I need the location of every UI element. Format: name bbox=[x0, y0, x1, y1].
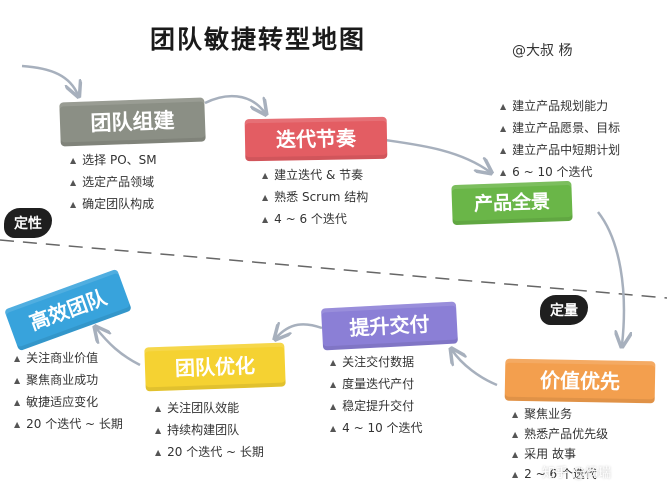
list-item: 确定团队构成 bbox=[70, 194, 157, 216]
stage-team-optimization-items: 关注团队效能 持续构建团队 20 个迭代 ~ 长期 bbox=[155, 398, 264, 464]
stage-label: 团队优化 bbox=[174, 353, 256, 381]
arrow-value-to-delivery bbox=[452, 350, 498, 387]
list-item: 20 个迭代 ~ 长期 bbox=[155, 442, 264, 464]
tag-qualitative: 定性 bbox=[4, 208, 52, 238]
stage-value-priority: 价值优先 bbox=[504, 358, 656, 404]
list-item: 关注团队效能 bbox=[155, 398, 264, 420]
stage-label: 迭代节奏 bbox=[275, 126, 357, 152]
list-item: 建立迭代 & 节奏 bbox=[262, 165, 368, 187]
list-item: 聚焦业务 bbox=[512, 405, 608, 425]
stage-value-priority-items: 聚焦业务 熟悉产品优先级 采用 故事 2 ~ 6 个迭代 bbox=[512, 405, 608, 485]
page-title: 团队敏捷转型地图 bbox=[150, 25, 367, 54]
stage-improve-delivery: 提升交付 bbox=[320, 301, 459, 351]
divider-line bbox=[0, 239, 667, 299]
arrow-team-to-iteration bbox=[204, 94, 265, 113]
list-item: 敏捷适应变化 bbox=[14, 392, 123, 414]
arrow-start bbox=[21, 64, 78, 95]
list-item: 熟悉产品优先级 bbox=[512, 425, 608, 445]
stage-label: 产品全景 bbox=[473, 190, 551, 216]
stage-high-performance-team-items: 关注商业价值 聚焦商业成功 敏捷适应变化 20 个迭代 ~ 长期 bbox=[14, 348, 123, 436]
list-item: 选定产品领域 bbox=[70, 172, 157, 194]
list-item: 建立产品中短期计划 bbox=[500, 140, 620, 162]
stage-team-building: 团队组建 bbox=[59, 97, 206, 147]
list-item: 聚焦商业成功 bbox=[14, 370, 123, 392]
watermark: 知乎 @杨瑞 bbox=[542, 466, 612, 481]
stage-iteration-rhythm: 迭代节奏 bbox=[244, 116, 388, 162]
list-item: 稳定提升交付 bbox=[330, 396, 423, 418]
arrow-delivery-to-optimization bbox=[276, 324, 323, 338]
stage-iteration-rhythm-items: 建立迭代 & 节奏 熟悉 Scrum 结构 4 ~ 6 个迭代 bbox=[262, 165, 368, 231]
arrow-product-to-value bbox=[597, 211, 624, 345]
list-item: 4 ~ 10 个迭代 bbox=[330, 418, 422, 440]
list-item: 持续构建团队 bbox=[155, 420, 264, 442]
list-item: 采用 故事 bbox=[512, 445, 608, 465]
stage-label: 团队组建 bbox=[90, 108, 175, 136]
list-item: 关注交付数据 bbox=[330, 352, 423, 374]
list-item: 选择 PO、SM bbox=[70, 150, 156, 172]
tag-quantitative: 定量 bbox=[540, 295, 588, 325]
stage-team-optimization: 团队优化 bbox=[144, 342, 286, 392]
stage-team-building-items: 选择 PO、SM 选定产品领域 确定团队构成 bbox=[70, 150, 157, 216]
list-item: 20 个迭代 ~ 长期 bbox=[14, 414, 123, 436]
list-item: 2 ~ 6 个迭代 bbox=[512, 465, 608, 485]
stage-product-panorama-items: 建立产品规划能力 建立产品愿景、目标 建立产品中短期计划 6 ~ 10 个迭代 bbox=[500, 96, 620, 184]
stage-improve-delivery-items: 关注交付数据 度量迭代产付 稳定提升交付 4 ~ 10 个迭代 bbox=[330, 352, 423, 440]
list-item: 建立产品规划能力 bbox=[500, 96, 620, 118]
list-item: 6 ~ 10 个迭代 bbox=[500, 162, 620, 184]
list-item: 4 ~ 6 个迭代 bbox=[262, 209, 368, 231]
list-item: 熟悉 Scrum 结构 bbox=[262, 187, 368, 209]
arrow-iteration-to-product bbox=[384, 138, 490, 172]
list-item: 建立产品愿景、目标 bbox=[500, 118, 620, 140]
author-credit: @大叔 杨 bbox=[512, 43, 573, 59]
stage-label: 价值优先 bbox=[539, 368, 621, 394]
stage-label: 提升交付 bbox=[348, 311, 431, 341]
stage-product-panorama: 产品全景 bbox=[451, 180, 573, 226]
list-item: 关注商业价值 bbox=[14, 348, 123, 370]
list-item: 度量迭代产付 bbox=[330, 374, 423, 396]
